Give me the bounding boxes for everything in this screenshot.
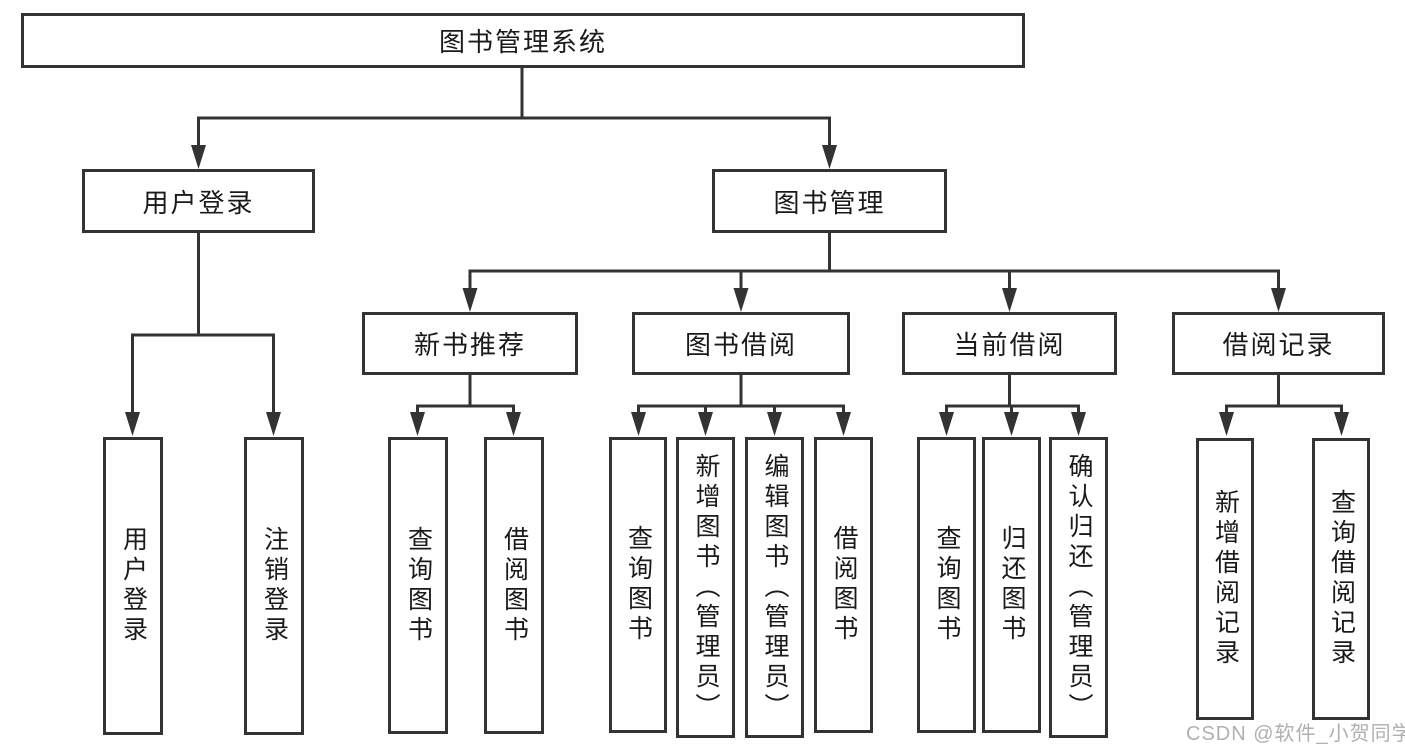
node-label: 借阅图书	[830, 525, 858, 645]
node-label: 图书借阅	[684, 330, 797, 360]
node-label: 新增借阅记录	[1211, 489, 1240, 669]
node-label: 用户登录	[142, 187, 255, 218]
node-return-books: 归还图书	[982, 437, 1041, 733]
node-user-login-leaf: 用户登录	[103, 437, 163, 735]
node-label: 确认归还（管理员）	[1065, 452, 1093, 723]
node-query-books-recommend: 查询图书	[388, 437, 448, 734]
node-user-login: 用户登录	[82, 169, 315, 233]
node-add-borrow-record: 新增借阅记录	[1196, 438, 1254, 720]
node-label: 用户登录	[119, 526, 148, 646]
node-label: 借阅图书	[500, 525, 529, 646]
node-label: 图书管理系统	[438, 27, 607, 57]
node-label: 注销登录	[260, 526, 289, 646]
node-borrow-books-leaf: 借阅图书	[814, 437, 873, 733]
node-new-book-recommend: 新书推荐	[362, 312, 578, 375]
node-query-borrow-record: 查询借阅记录	[1312, 438, 1370, 720]
node-query-books-current: 查询图书	[917, 437, 976, 733]
node-label: 查询图书	[933, 525, 961, 645]
node-logout: 注销登录	[244, 437, 304, 735]
node-label: 编辑图书（管理员）	[761, 452, 789, 723]
node-book-borrowing: 图书借阅	[632, 312, 850, 375]
node-label: 借阅记录	[1222, 330, 1335, 360]
node-label: 当前借阅	[953, 330, 1066, 360]
node-label: 归还图书	[998, 525, 1026, 645]
node-label: 新书推荐	[413, 330, 526, 360]
node-label: 新增图书（管理员）	[692, 452, 720, 723]
node-label: 查询借阅记录	[1327, 489, 1356, 669]
node-borrow-books-recommend: 借阅图书	[484, 437, 544, 734]
csdn-watermark: CSDN @软件_小贺同学	[1186, 723, 1405, 745]
node-label: 查询图书	[624, 525, 653, 645]
node-library-management-system: 图书管理系统	[21, 13, 1025, 68]
node-query-books-borrowing: 查询图书	[609, 437, 667, 733]
node-label: 图书管理	[773, 187, 886, 218]
node-add-books-admin: 新增图书（管理员）	[676, 437, 735, 738]
node-book-management: 图书管理	[712, 169, 947, 233]
node-current-borrowing: 当前借阅	[902, 312, 1117, 375]
node-confirm-return-admin: 确认归还（管理员）	[1049, 437, 1108, 738]
node-edit-books-admin: 编辑图书（管理员）	[745, 437, 804, 738]
node-borrowing-records: 借阅记录	[1172, 312, 1385, 375]
node-label: 查询图书	[404, 525, 433, 646]
